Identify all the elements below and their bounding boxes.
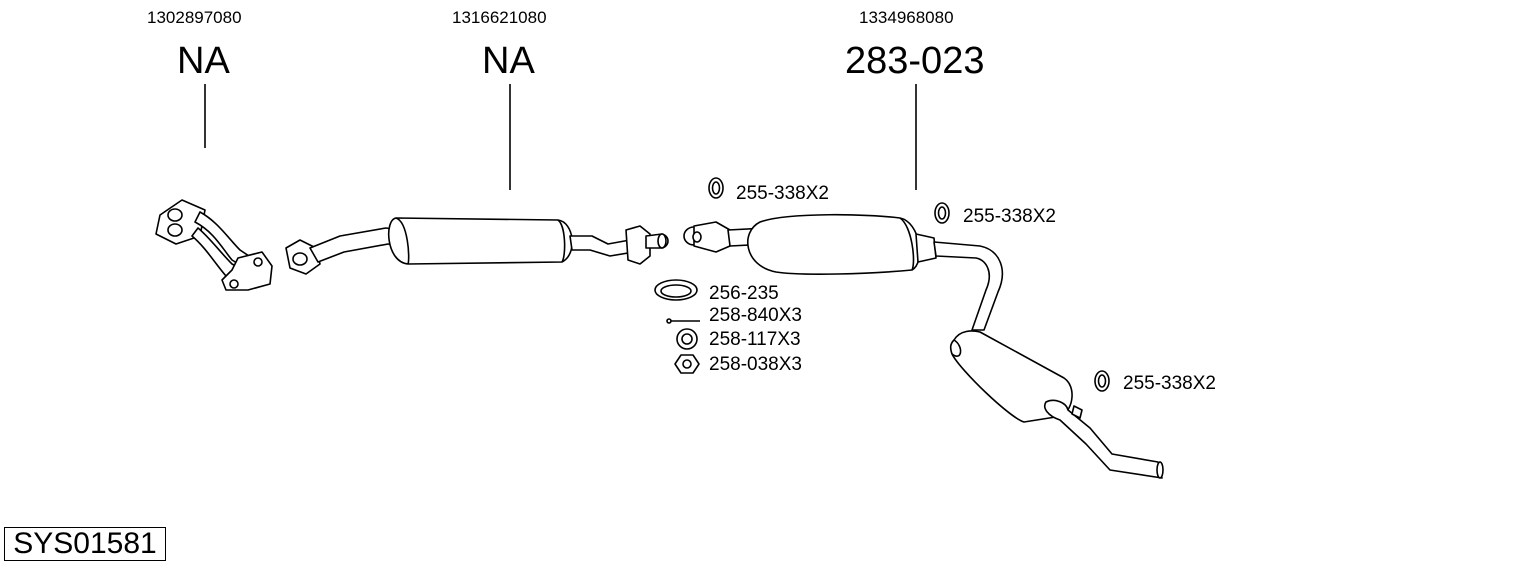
exhaust-hanger-ring-icon[interactable]: [934, 202, 950, 224]
accessory-code-label[interactable]: 256-235: [709, 283, 779, 304]
part-code-label[interactable]: 283-023: [845, 40, 985, 82]
accessory-code-label[interactable]: 258-840X3: [709, 305, 802, 326]
accessory-code-label[interactable]: 258-038X3: [709, 354, 802, 375]
rear-silencer-part[interactable]: [683, 213, 1164, 479]
front-pipe-part[interactable]: [155, 199, 273, 291]
exhaust-hanger-ring-icon[interactable]: [708, 177, 724, 199]
oe-number-label: 1334968080: [859, 8, 954, 27]
accessory-code-label[interactable]: 258-117X3: [709, 329, 801, 350]
oe-number-label: 1302897080: [147, 8, 242, 27]
accessory-code-label[interactable]: 255-338X2: [1123, 373, 1216, 394]
washer-icon[interactable]: [676, 328, 698, 350]
system-id-box: SYS01581: [4, 527, 166, 561]
gasket-ring-icon[interactable]: [654, 279, 698, 301]
bolt-icon[interactable]: [666, 318, 700, 324]
part-code-label[interactable]: NA: [177, 40, 230, 82]
middle-silencer-part[interactable]: [285, 217, 669, 275]
oe-number-label: 1316621080: [452, 8, 547, 27]
exhaust-hanger-ring-icon[interactable]: [1094, 370, 1110, 392]
part-code-label[interactable]: NA: [482, 40, 535, 82]
accessory-code-label[interactable]: 255-338X2: [963, 206, 1056, 227]
nut-icon[interactable]: [674, 354, 700, 374]
accessory-code-label[interactable]: 255-338X2: [736, 183, 829, 204]
